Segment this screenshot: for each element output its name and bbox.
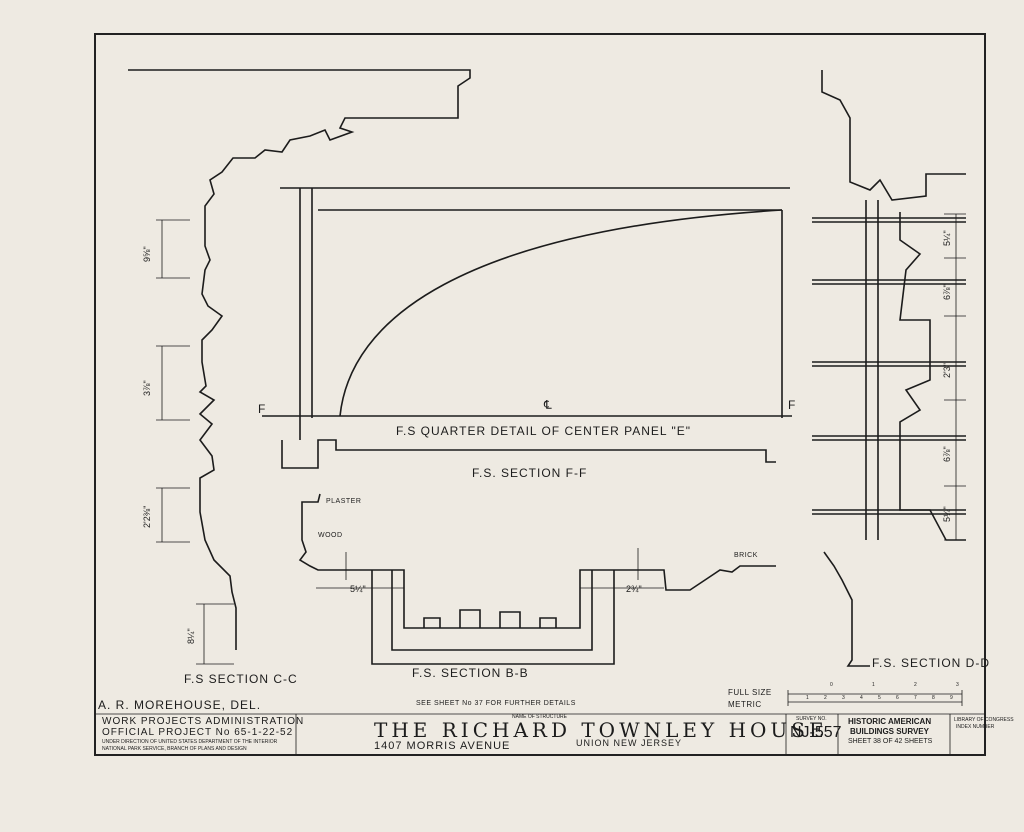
habs-line-2: BUILDINGS SURVEY [850, 727, 929, 736]
title-block-lines [96, 713, 984, 754]
dim-lines-cc [156, 219, 234, 665]
dim-dd-3: 2'3" [942, 363, 952, 378]
section-ff-title: F.S. SECTION F-F [472, 466, 588, 480]
section-ff-marker-right: F [788, 398, 797, 412]
section-bb-profile [298, 493, 776, 665]
scale-label-full: FULL SIZE [728, 688, 772, 697]
dim-bb-1: 5¼" [350, 584, 366, 594]
dim-dd-1: 5¼" [942, 230, 952, 246]
scale-tick-1: 1 [806, 695, 809, 701]
survey-caption: SURVEY NO. [796, 716, 827, 722]
scale-tick-6: 6 [896, 695, 899, 701]
agency-line-3: UNDER DIRECTION OF UNITED STATES DEPARTM… [102, 739, 278, 745]
dim-cc-2: 3⅞" [142, 380, 152, 396]
see-sheet-note: SEE SHEET No 37 FOR FURTHER DETAILS [416, 700, 576, 707]
dim-lines-dd [944, 213, 966, 541]
section-ff-marker-left: F [258, 402, 267, 416]
section-cc-title: F.S SECTION C-C [184, 672, 298, 686]
scale-tick-top-0: 0 [830, 682, 833, 688]
label-plaster: PLASTER [326, 498, 362, 505]
section-bb-title: F.S. SECTION B-B [412, 666, 529, 680]
structure-caption: NAME OF STRUCTURE [512, 714, 567, 720]
scale-tick-9: 9 [950, 695, 953, 701]
scale-tick-5: 5 [878, 695, 881, 701]
agency-line-2: OFFICIAL PROJECT No 65-1-22-52 [102, 727, 294, 738]
scale-tick-8: 8 [932, 695, 935, 701]
dim-lines-bb [316, 548, 664, 589]
dim-dd-5: 5¼" [942, 506, 952, 522]
section-dd-bars [812, 217, 966, 515]
panel-ff-curve [339, 209, 783, 417]
scale-bar [787, 690, 963, 706]
dim-cc-3: 2'2⅜" [142, 505, 152, 528]
section-cc-profile [128, 69, 471, 650]
scale-tick-4: 4 [860, 695, 863, 701]
label-brick: BRICK [734, 552, 758, 559]
agency-line-1: WORK PROJECTS ADMINISTRATION [102, 716, 305, 727]
structure-name: THE RICHARD TOWNLEY HOUSE [374, 718, 828, 742]
structure-city: UNION NEW JERSEY [576, 738, 683, 748]
loc-line-2: INDEX NUMBER [956, 724, 995, 730]
survey-number: NJ-557 [790, 724, 842, 741]
habs-line-1: HISTORIC AMERICAN [848, 717, 932, 726]
loc-line-1: LIBRARY OF CONGRESS [954, 717, 1014, 723]
scale-label-metric: METRIC [728, 700, 762, 709]
scale-tick-top-3: 3 [956, 682, 959, 688]
sheet-number: SHEET 38 OF 42 SHEETS [848, 738, 933, 745]
dim-bb-2: 2¾" [626, 584, 642, 594]
label-wood: WOOD [318, 532, 343, 539]
section-dd-profile [821, 70, 966, 667]
dim-cc-4: 8¼" [186, 628, 196, 644]
section-dd-title: F.S. SECTION D-D [872, 656, 991, 670]
dim-dd-2: 6⅞" [942, 284, 952, 300]
agency-line-4: NATIONAL PARK SERVICE, BRANCH OF PLANS A… [102, 746, 247, 752]
dim-cc-1: 9⅝" [142, 246, 152, 262]
dim-dd-4: 6⅞" [942, 446, 952, 462]
scale-tick-top-2: 2 [914, 682, 917, 688]
delineator: A. R. MOREHOUSE, DEL. [98, 698, 262, 712]
scale-tick-2: 2 [824, 695, 827, 701]
structure-address: 1407 MORRIS AVENUE [374, 740, 511, 752]
scale-tick-3: 3 [842, 695, 845, 701]
drawing-sheet [94, 33, 986, 756]
panel-ff-outline [262, 187, 792, 469]
scale-tick-7: 7 [914, 695, 917, 701]
scale-tick-top-1: 1 [872, 682, 875, 688]
panel-detail-title: F.S QUARTER DETAIL OF CENTER PANEL "E" [396, 424, 692, 438]
centerline-symbol: ℄ [544, 398, 553, 412]
